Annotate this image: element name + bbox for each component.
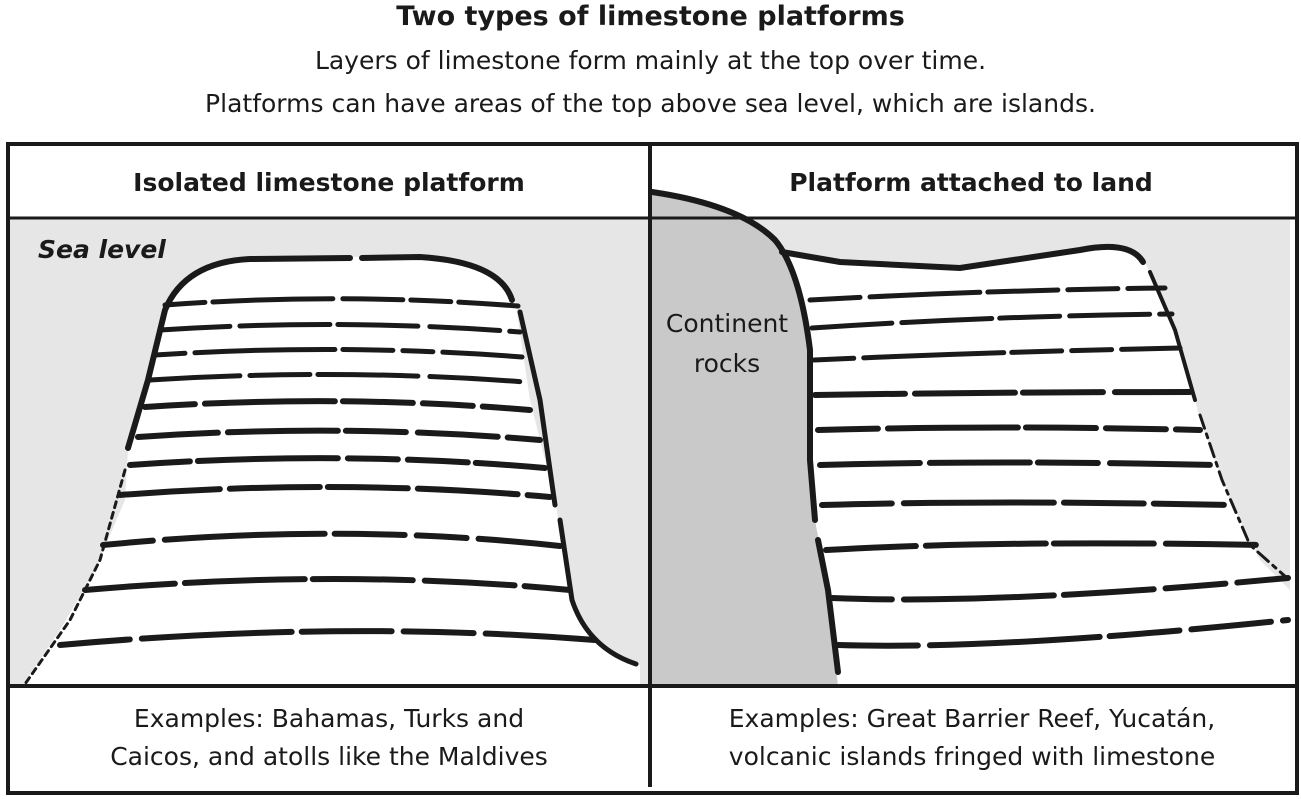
caption-isolated-line-2: Caicos, and atolls like the Maldives <box>110 742 548 771</box>
caption-attached-line-1: Examples: Great Barrier Reef, Yucatán, <box>728 704 1216 733</box>
attached-platform-top-outline <box>779 243 1146 272</box>
page-title: Two types of limestone platforms <box>396 1 905 32</box>
subtitle-line-1: Layers of limestone form mainly at the t… <box>314 46 987 75</box>
panel-title-isolated: Isolated limestone platform <box>133 168 525 197</box>
attached-platform-right-outline-2 <box>1198 413 1289 580</box>
continent-outline <box>649 189 818 523</box>
isolated-platform-right-outline-2 <box>557 517 639 667</box>
panel-title-attached: Platform attached to land <box>789 168 1153 197</box>
isolated-platform-body <box>22 256 640 686</box>
isolated-platform-top-outline-2 <box>359 253 515 303</box>
caption-attached-line-2: volcanic islands fringed with limestone <box>728 742 1216 771</box>
caption-isolated: Examples: Bahamas, Turks and Caicos, and… <box>10 700 648 776</box>
caption-isolated-line-1: Examples: Bahamas, Turks and <box>133 704 525 733</box>
continent-rocks <box>652 192 838 686</box>
attached-platform-layers <box>807 285 1291 649</box>
diagram-frame <box>6 142 1299 795</box>
caption-attached: Examples: Great Barrier Reef, Yucatán, v… <box>652 700 1292 776</box>
isolated-platform-top-outline <box>125 255 353 451</box>
continent-outline-lower <box>815 537 841 675</box>
isolated-platform-layers <box>57 296 598 648</box>
subtitle-line-2: Platforms can have areas of the top abov… <box>205 89 1096 118</box>
isolated-platform-right-outline <box>517 309 558 508</box>
attached-platform-right-outline <box>1148 270 1197 402</box>
